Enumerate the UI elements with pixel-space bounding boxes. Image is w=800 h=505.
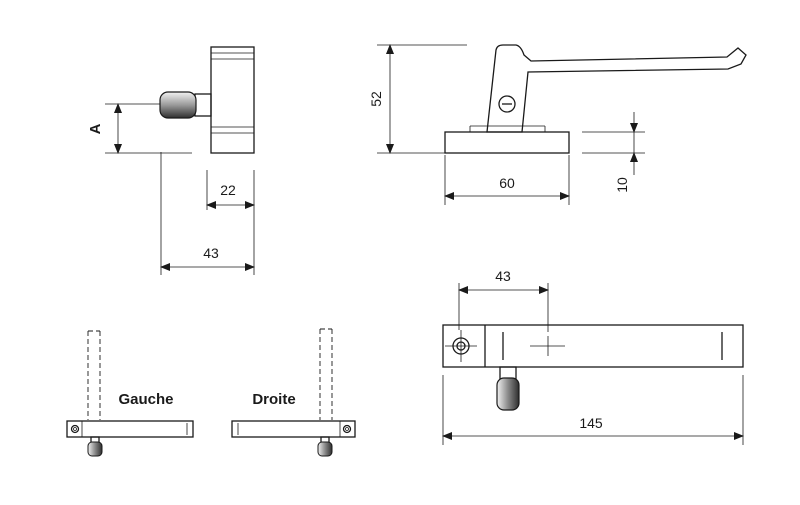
dim-10-label: 10 — [614, 177, 630, 193]
side-view: A 22 43 — [87, 46, 255, 275]
knob-icon — [159, 91, 212, 119]
pivot-icon — [445, 330, 477, 362]
side-body — [210, 46, 255, 154]
droite-label: Droite — [252, 391, 295, 408]
top-body — [442, 324, 744, 368]
dim-52-label: 52 — [368, 91, 384, 107]
top-view: 43 145 — [442, 268, 744, 445]
gauche-body — [66, 420, 194, 438]
right-hand-view: Droite — [231, 328, 356, 457]
lever-handle — [486, 44, 747, 133]
dim-145-label: 145 — [579, 415, 603, 431]
front-base — [444, 131, 570, 154]
dim-a-label: A — [87, 123, 104, 134]
dim-43-side-label: 43 — [203, 245, 219, 261]
left-hand-view: Gauche — [66, 330, 194, 457]
front-view: 52 60 10 — [368, 44, 747, 205]
gauche-label: Gauche — [118, 391, 173, 408]
top-knob-icon — [496, 366, 520, 411]
dim-22-label: 22 — [220, 182, 236, 198]
dim-43-top-label: 43 — [495, 268, 511, 284]
dim-60-label: 60 — [499, 175, 515, 191]
droite-body — [231, 420, 356, 438]
lock-icon — [498, 95, 516, 113]
